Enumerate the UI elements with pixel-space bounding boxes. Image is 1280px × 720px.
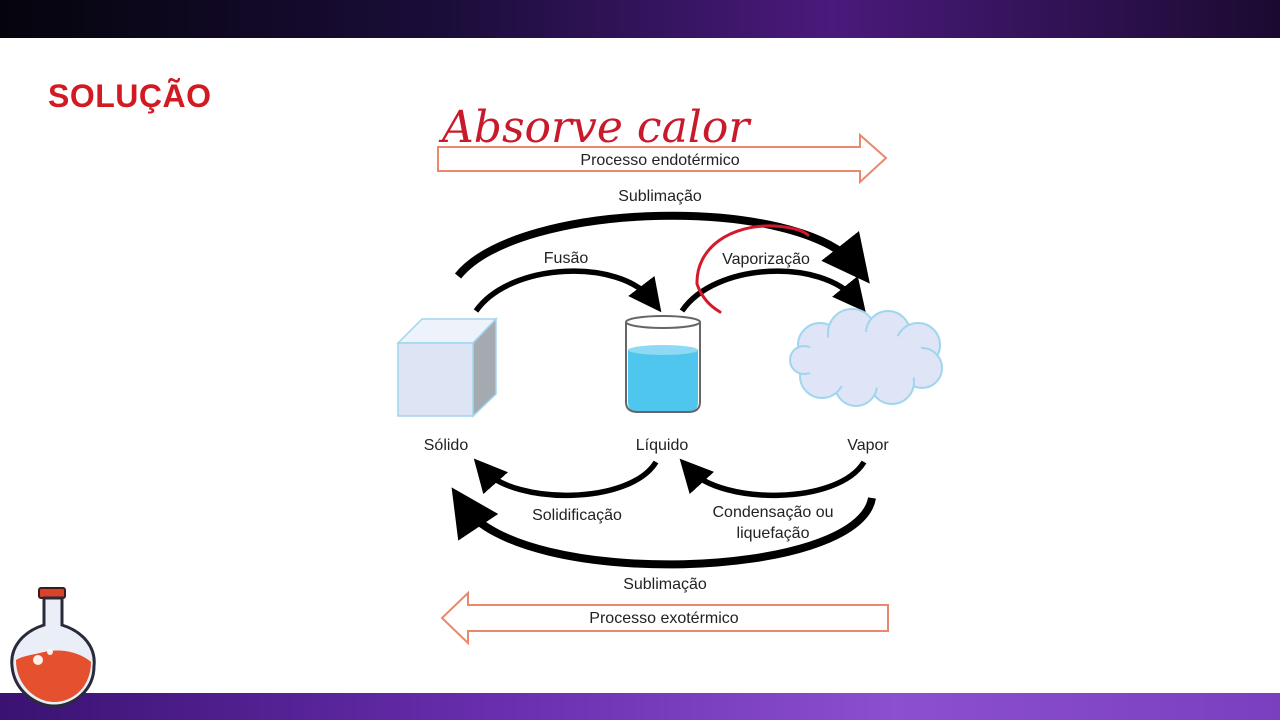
cloud-icon	[789, 308, 943, 407]
condensation-arrow	[679, 458, 867, 499]
beaker-icon	[625, 315, 701, 413]
fusion-label: Fusão	[544, 250, 589, 267]
condensation-label-line1: Condensação ou	[713, 504, 834, 521]
bottom-banner	[0, 693, 1280, 720]
sublimation-bottom-label: Sublimação	[623, 576, 707, 593]
sublimation-top-label: Sublimação	[618, 188, 702, 205]
handwritten-note: Absorve calor	[438, 102, 752, 153]
ice-cube-icon	[396, 317, 498, 418]
condensation-label-line2: liquefação	[737, 525, 810, 542]
endothermic-arrow	[437, 132, 888, 185]
exothermic-arrow	[440, 590, 889, 646]
flask-icon	[10, 587, 96, 708]
solidification-label: Solidificação	[532, 507, 622, 524]
endothermic-label: Processo endotérmico	[580, 152, 739, 169]
exothermic-label: Processo exotérmico	[589, 610, 738, 627]
fusion-arrow	[473, 268, 662, 313]
state-vapor-label: Vapor	[847, 437, 889, 454]
state-solid-label: Sólido	[424, 437, 469, 454]
sublimation-bottom-arrow	[451, 487, 876, 569]
top-banner	[0, 0, 1280, 38]
vaporization-arrow	[679, 268, 866, 313]
solidification-arrow	[473, 458, 659, 499]
state-liquid-label: Líquido	[636, 437, 689, 454]
sublimation-top-arrow	[454, 211, 870, 284]
vaporization-label: Vaporização	[722, 251, 810, 268]
handwritten-annotation-curve	[695, 224, 810, 314]
slide-title: SOLUÇÃO	[48, 78, 212, 114]
